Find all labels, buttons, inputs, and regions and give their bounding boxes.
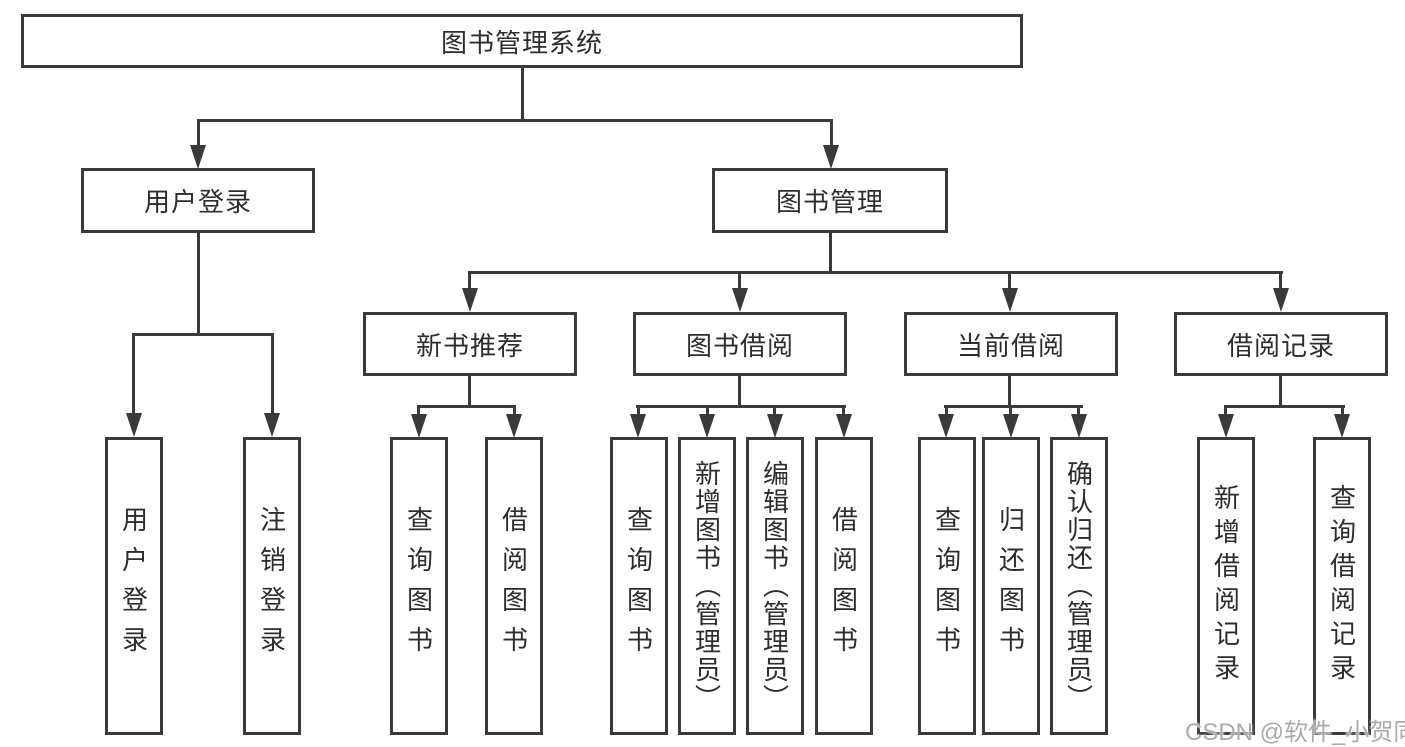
connector-line [944,405,1083,408]
leaf-logout: 注销登录 [243,437,301,735]
node-label: 借阅图书 [828,506,859,666]
arrow-down-icon [823,145,839,169]
node-label: 归还图书 [995,506,1026,666]
node-book-borrow: 图书借阅 [633,312,847,376]
leaf-borrow-books-recommend: 借阅图书 [485,437,543,735]
connector-line [738,271,741,291]
arrow-down-icon [1218,414,1234,438]
arrow-down-icon [264,413,280,437]
leaf-user-login: 用户登录 [105,437,163,735]
arrow-down-icon [1071,414,1087,438]
leaf-add-borrow-record: 新增借阅记录 [1197,437,1255,735]
connector-line [1279,271,1282,291]
connector-line [1341,405,1344,417]
arrow-down-icon [699,414,715,438]
arrow-down-icon [506,414,522,438]
node-new-book-recommend: 新书推荐 [363,312,577,376]
arrow-down-icon [411,414,427,438]
leaf-edit-book-admin: 编辑图书（管理员） [746,437,804,735]
leaf-confirm-return-admin: 确认归还（管理员） [1050,437,1108,735]
arrow-down-icon [1334,414,1350,438]
node-label: 注销登录 [256,506,287,666]
node-label: 新增借阅记录 [1210,484,1241,688]
arrow-down-icon [1273,288,1289,312]
leaf-add-book-admin: 新增图书（管理员） [678,437,736,735]
connector-line [637,405,640,417]
connector-line [417,405,420,417]
leaf-borrow-books: 借阅图书 [815,437,873,735]
node-label: 查询图书 [931,506,962,666]
node-label: 编辑图书（管理员） [759,460,790,712]
node-borrow-records: 借阅记录 [1174,312,1388,376]
connector-line [738,374,741,408]
node-user-login-branch: 用户登录 [81,168,315,233]
leaf-query-books-current: 查询图书 [918,437,976,735]
connector-line [197,119,833,122]
node-label: 用户登录 [143,187,252,217]
connector-line [636,405,846,408]
node-label: 查询图书 [623,506,654,666]
node-label: 查询借阅记录 [1326,484,1357,688]
connector-line [829,231,832,274]
node-label: 确认归还（管理员） [1063,460,1094,712]
arrow-down-icon [938,414,954,438]
connector-line [773,405,776,417]
arrow-down-icon [126,413,142,437]
connector-line [842,405,845,417]
connector-line [1224,405,1345,408]
arrow-down-icon [462,288,478,312]
connector-line [132,333,274,336]
node-label: 借阅图书 [498,506,529,666]
connector-line [1008,271,1011,291]
arrow-down-icon [836,414,852,438]
connector-line [706,405,709,417]
node-current-borrow: 当前借阅 [904,312,1118,376]
node-label: 用户登录 [118,506,149,666]
connector-line [417,405,516,408]
node-label: 借阅记录 [1226,330,1335,361]
node-label: 当前借阅 [956,330,1065,361]
node-root: 图书管理系统 [21,14,1023,68]
connector-line [197,119,200,149]
connector-line [197,231,200,336]
arrow-down-icon [1003,414,1019,438]
node-book-management: 图书管理 [712,168,948,233]
connector-line [1077,405,1080,417]
node-label: 图书管理系统 [440,27,603,58]
leaf-query-borrow-record: 查询借阅记录 [1313,437,1371,735]
connector-line [1279,374,1282,408]
arrow-down-icon [732,288,748,312]
arrow-down-icon [630,414,646,438]
connector-line [1009,405,1012,417]
node-label: 新书推荐 [415,330,524,361]
node-label: 图书借阅 [685,330,794,361]
leaf-return-book: 归还图书 [982,437,1040,735]
node-label: 新增图书（管理员） [691,460,722,712]
connector-line [468,271,1283,274]
arrow-down-icon [767,414,783,438]
connector-line [521,66,524,122]
connector-line [468,374,471,408]
connector-line [1008,374,1011,408]
connector-line [468,271,471,291]
connector-line [1224,405,1227,417]
connector-line [132,333,135,415]
arrow-down-icon [190,145,206,169]
connector-line [271,333,274,415]
connector-line [945,405,948,417]
arrow-down-icon [1002,288,1018,312]
leaf-query-books-recommend: 查询图书 [390,437,448,735]
leaf-query-books-borrow: 查询图书 [610,437,668,735]
connector-line [830,119,833,149]
node-label: 图书管理 [775,187,884,217]
node-label: 查询图书 [403,506,434,666]
connector-line [513,405,516,417]
